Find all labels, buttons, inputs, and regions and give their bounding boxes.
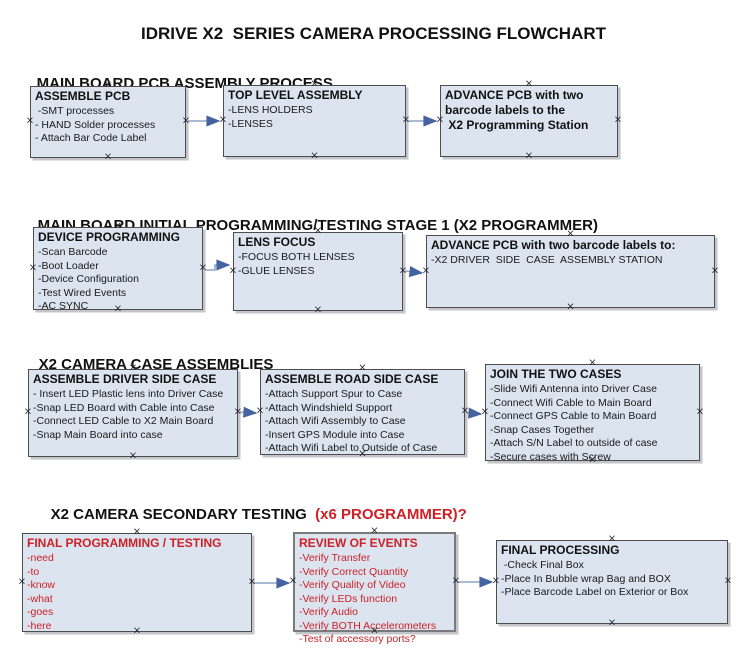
flow-box-item: -Connect Wifi Cable to Main Board [490, 396, 652, 409]
connector-arrow [466, 407, 483, 419]
flow-box-item: -goes [27, 606, 54, 618]
section-header-text: X2 CAMERA CASE ASSEMBLIES [38, 356, 274, 373]
flow-box-item: -Secure cases with Screw [490, 450, 611, 463]
flow-box-item: -LENSES [228, 117, 273, 130]
flowchart-title: IDRIVE X2 SERIES CAMERA PROCESSING FLOWC… [140, 24, 607, 43]
flow-box-item: -to [27, 565, 40, 578]
section-header-text: X2 CAMERA SECONDARY TESTING [50, 506, 307, 523]
section-header-red-text: (x6 PROGRAMMER)? [306, 506, 467, 523]
flow-box-join-the-two-cases: JOIN THE TWO CASES -Slide Wifi Antenna i… [485, 364, 700, 463]
flow-box-item: -Attach Wifi Assembly to Case [265, 415, 406, 427]
flow-box-lens-focus: LENS FOCUS -FOCUS BOTH LENSES -GLUE LENS… [233, 232, 403, 311]
flow-box-item: -Place In Bubble wrap Bag and BOX [501, 572, 671, 585]
flow-box-review-of-events: REVIEW OF EVENTS -Verify Transfer -Verif… [293, 532, 456, 645]
flow-box-title: ASSEMBLE DRIVER SIDE CASE [33, 372, 217, 386]
flow-box-item: - HAND Solder processes [35, 118, 156, 131]
flow-box-item: -need [27, 552, 54, 564]
flow-box-item: -Scan Barcode [38, 246, 108, 258]
connector-arrow [404, 265, 424, 278]
flow-box-item: -Verify BOTH Accelerometers [299, 619, 437, 632]
flow-box-item: -Attach Wifi Label to Outside of Case [265, 442, 438, 454]
flow-box-item: -Verify Quality of Video [299, 579, 406, 591]
flow-box-item: -Snap LED Board with Cable into Case [33, 401, 215, 414]
flow-box-advance-pcb-driver-side: ADVANCE PCB with two barcode labels to: … [426, 235, 715, 308]
flow-box-item: -Snap Cases Together [490, 423, 595, 436]
flow-box-item: -SMT processes [35, 105, 115, 117]
flow-box-item: -Snap Main Board into case [33, 428, 163, 441]
flow-box-assemble-road-side-case: ASSEMBLE ROAD SIDE CASE -Attach Support … [260, 369, 465, 455]
section-header-case-assemblies: X2 CAMERA CASE ASSEMBLIES [22, 339, 274, 390]
flow-box-assemble-pcb: ASSEMBLE PCB -SMT processes - HAND Solde… [30, 86, 186, 158]
connector-arrow [239, 406, 258, 418]
flow-box-item: -Attach S/N Label to outside of case [490, 437, 658, 449]
flow-box-final-programming-testing: FINAL PROGRAMMING / TESTING -need -to -k… [22, 533, 252, 632]
flow-box-title: ASSEMBLE PCB [35, 89, 131, 103]
flow-box-item: - Insert LED Plastic lens into Driver Ca… [33, 388, 224, 400]
flow-box-assemble-driver-side-case: ASSEMBLE DRIVER SIDE CASE - Insert LED P… [28, 369, 238, 457]
flow-box-title: FINAL PROGRAMMING / TESTING [27, 536, 222, 550]
flow-box-item: -FOCUS BOTH LENSES [238, 251, 355, 263]
flow-box-title: JOIN THE TWO CASES [490, 367, 622, 381]
flow-box-item: -Test Wired Events [38, 286, 127, 299]
flow-box-item: -Boot Loader [38, 259, 99, 272]
flow-box-item: -Insert GPS Module into Case [265, 428, 405, 441]
flow-box-title: TOP LEVEL ASSEMBLY [228, 88, 363, 102]
flow-box-title: FINAL PROCESSING [501, 543, 620, 557]
flow-box-item: -Check Final Box [501, 559, 584, 571]
flow-box-item: -Verify LEDs function [299, 592, 398, 605]
flow-box-item: -here [27, 619, 52, 632]
flow-box-item: -know [27, 579, 56, 591]
flow-box-item: -Place Barcode Label on Exterior or Box [501, 586, 689, 598]
flow-box-item: -Verify Audio [299, 606, 358, 618]
flow-box-title: REVIEW OF EVENTS [299, 536, 418, 550]
flow-box-item-overflow: -Test of accessory ports? [299, 633, 416, 645]
flow-box-item: -GLUE LENSES [238, 264, 315, 277]
flow-box-top-level-assembly: TOP LEVEL ASSEMBLY -LENS HOLDERS -LENSES [223, 85, 406, 157]
flow-box-title: ADVANCE PCB with two barcode labels to t… [445, 88, 589, 132]
flow-box-item: -AC SYNC [38, 300, 89, 312]
flow-box-item: -X2 DRIVER SIDE CASE ASSEMBLY STATION [431, 254, 663, 266]
flow-box-item: -Connect GPS Cable to Main Board [490, 410, 657, 422]
flow-box-advance-pcb-programming-station: ADVANCE PCB with two barcode labels to t… [440, 85, 618, 157]
flow-box-item: -Device Configuration [38, 273, 139, 285]
flow-box-final-processing: FINAL PROCESSING -Check Final Box -Place… [496, 540, 728, 624]
flow-box-device-programming: DEVICE PROGRAMMING -Scan Barcode -Boot L… [33, 227, 203, 312]
flow-box-item: -Verify Correct Quantity [299, 565, 409, 578]
flow-box-item: -what [27, 592, 53, 605]
flow-box-item: -Connect LED Cable to X2 Main Board [33, 415, 214, 427]
flow-box-title: LENS FOCUS [238, 235, 316, 249]
flow-box-item: -Verify Transfer [299, 552, 371, 564]
flow-box-title: ASSEMBLE ROAD SIDE CASE [265, 372, 439, 386]
connector-arrow [205, 259, 231, 271]
flow-box-item: - Attach Bar Code Label [35, 132, 147, 144]
flow-box-item: -Attach Windshield Support [265, 401, 393, 414]
flow-box-title: DEVICE PROGRAMMING [38, 230, 181, 244]
flow-box-title: ADVANCE PCB with two barcode labels to: [431, 238, 676, 252]
flow-box-item: -LENS HOLDERS [228, 104, 313, 116]
flow-box-item: -Attach Support Spur to Case [265, 388, 403, 400]
section-header-secondary-testing: X2 CAMERA SECONDARY TESTING (x6 PROGRAMM… [34, 489, 467, 540]
flow-box-item: -Slide Wifi Antenna into Driver Case [490, 383, 657, 395]
